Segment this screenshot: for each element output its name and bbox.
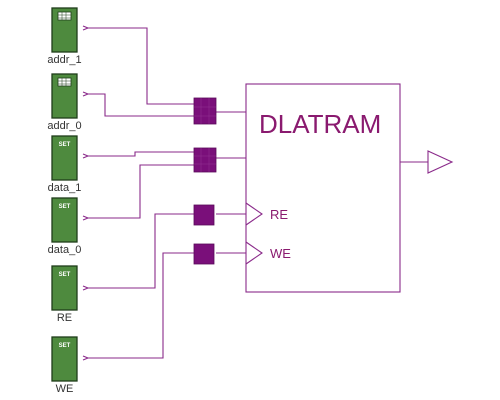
bus-squares [193, 97, 217, 265]
table-icon [57, 11, 72, 21]
wire-addr-0 [87, 93, 194, 117]
input-data-0[interactable]: SET data_0 [48, 197, 82, 256]
input-data-1[interactable]: SET data_1 [48, 135, 82, 194]
input-arrowheads [82, 25, 90, 361]
we-port-marker [245, 241, 263, 265]
input-re-label: RE [57, 312, 72, 324]
wire-re [87, 213, 194, 289]
input-addr-1[interactable]: addr_1 [47, 7, 82, 66]
input-we-label: WE [56, 383, 74, 395]
arrow-re [82, 285, 90, 291]
input-addr-0-label: addr_0 [47, 120, 81, 132]
input-data-1-label: data_1 [48, 182, 82, 194]
input-we-body[interactable] [51, 336, 78, 382]
input-re-body[interactable] [51, 265, 78, 311]
input-we[interactable]: SET WE [51, 336, 78, 395]
input-data-0-label: data_0 [48, 244, 82, 256]
wire-data-1 [87, 151, 194, 157]
input-addr-0[interactable]: addr_0 [47, 73, 82, 132]
input-data-1-body[interactable] [51, 135, 78, 181]
bus-we[interactable] [193, 243, 215, 265]
re-port-marker [245, 202, 263, 226]
wire-we [87, 252, 194, 359]
bus-merge-addr-grid [194, 98, 216, 124]
set-icon: SET [59, 272, 71, 278]
input-addr-1-body[interactable] [51, 7, 78, 53]
re-port-label: RE [270, 207, 288, 222]
arrow-addr-1 [82, 25, 90, 31]
we-port-label: WE [270, 246, 291, 261]
arrow-data-0 [82, 215, 90, 221]
bus-re[interactable] [193, 204, 215, 226]
table-icon [57, 77, 72, 87]
wires [87, 27, 454, 359]
arrow-we [82, 355, 90, 361]
set-icon: SET [59, 343, 71, 349]
bus-merge-data[interactable] [193, 147, 217, 173]
output-port-triangle [427, 150, 454, 174]
input-data-0-body[interactable] [51, 197, 78, 243]
wire-addr-1 [87, 27, 194, 105]
arrow-addr-0 [82, 91, 90, 97]
dlatram-block-body[interactable] [245, 83, 401, 293]
arrow-data-1 [82, 153, 90, 159]
input-addr-1-label: addr_1 [47, 54, 81, 66]
set-icon: SET [59, 142, 71, 148]
dlatram-block[interactable]: DLATRAM RE WE [245, 83, 401, 293]
wire-data-0 [87, 164, 194, 219]
dlatram-title: DLATRAM [259, 109, 381, 139]
set-icon: SET [59, 204, 71, 210]
bus-merge-data-grid [194, 148, 216, 172]
bus-merge-addr[interactable] [193, 97, 217, 125]
input-re[interactable]: SET RE [51, 265, 78, 324]
